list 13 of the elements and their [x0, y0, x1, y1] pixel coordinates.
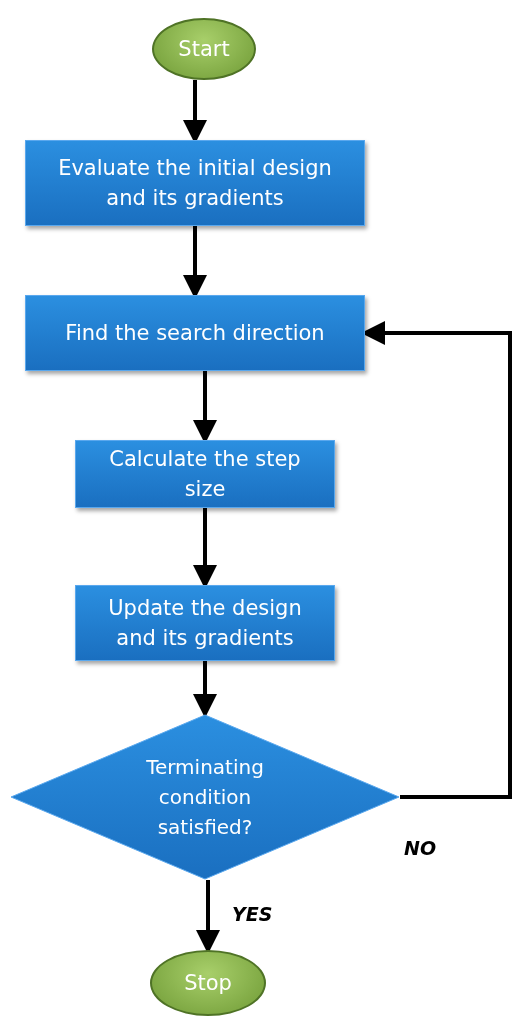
- process-box: [75, 440, 335, 508]
- node-text: Stop: [184, 971, 232, 995]
- node-text: Start: [178, 37, 230, 61]
- node-text: Update the design and its gradients: [107, 594, 303, 652]
- process-box: [25, 295, 365, 371]
- node-text: Find the search direction: [65, 319, 325, 347]
- node-text: Evaluate the initial design and its gradients: [57, 154, 333, 212]
- arrow: [193, 661, 217, 718]
- decision-diamond: [10, 714, 400, 880]
- process-box: [25, 140, 365, 226]
- process-box: [75, 585, 335, 661]
- node-text: Terminating condition satisfied?: [145, 754, 265, 841]
- node-text: Calculate the step size: [108, 445, 302, 503]
